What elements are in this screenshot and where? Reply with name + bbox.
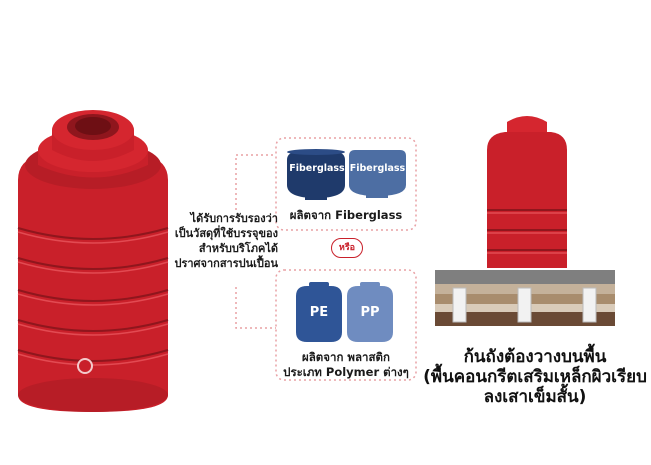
fiberglass-tank-label: Fiberglass <box>349 163 406 174</box>
water-tank-icon <box>487 116 567 268</box>
fiberglass-tank-label: Fiberglass <box>289 163 345 174</box>
certification-line: เป็นวัสดุที่ใช้บรรจุของ <box>174 227 278 240</box>
plastic-tank-icon <box>296 282 342 342</box>
pe-tank-label: PE <box>309 305 329 320</box>
plastic-tank-icon <box>347 282 393 342</box>
certification-text: ได้รับการรับรองว่า เป็นวัสดุที่ใช้บรรจุข… <box>160 211 278 271</box>
fiberglass-box <box>275 137 417 231</box>
certification-line: ปราศจากสารปนเปื้อน <box>174 257 278 270</box>
installation-caption-line: (พื้นคอนกรีตเสริมเหล็กผิวเรียบ <box>423 367 647 387</box>
water-tank-icon <box>17 110 169 412</box>
polymer-caption-line-2: ประเภท Polymer ต่างๆ <box>283 365 409 379</box>
pp-tank-label: PP <box>360 305 380 320</box>
certification-line: สำหรับบริโภคได้ <box>198 242 278 255</box>
polymer-caption-line-1: ผลิตจาก พลาสติก <box>302 350 390 364</box>
fiberglass-tank-icon <box>287 149 345 200</box>
ground-foundation-icon <box>435 270 615 326</box>
polymer-box <box>275 269 417 381</box>
installation-caption: ก้นถังต้องวางบนพื้น (พื้นคอนกรีตเสริมเหล… <box>420 347 650 407</box>
installation-caption-line: ลงเสาเข็มสั้น) <box>483 387 587 407</box>
fiberglass-caption: ผลิตจาก Fiberglass <box>289 208 403 222</box>
or-badge: หรือ <box>331 238 363 258</box>
installation-caption-line: ก้นถังต้องวางบนพื้น <box>463 347 607 367</box>
fiberglass-tank-icon <box>349 150 406 198</box>
certification-line: ได้รับการรับรองว่า <box>190 212 278 225</box>
